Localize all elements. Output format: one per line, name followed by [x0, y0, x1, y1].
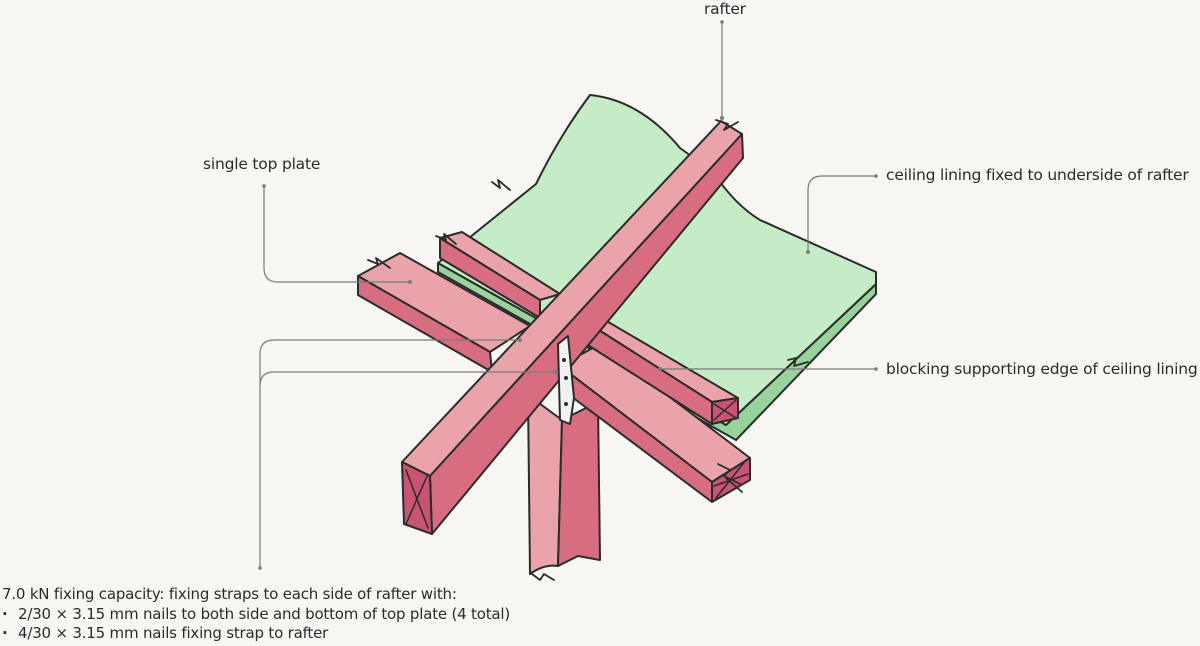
blocking-label: blocking supporting edge of ceiling lini…: [886, 360, 1198, 378]
strap-nail: [564, 376, 568, 380]
leader-top-plate: [263, 186, 410, 283]
fixing-notes-heading: 7.0 kN fixing capacity: fixing straps to…: [2, 585, 457, 603]
rafter-label: rafter: [704, 0, 746, 18]
stud-side: [557, 401, 601, 567]
strap-nail: [564, 402, 568, 406]
rafter: [401, 120, 744, 535]
single-top-plate-label: single top plate: [203, 155, 321, 173]
leader-ceiling: [807, 175, 876, 252]
top-plate-near: [357, 252, 751, 503]
fixing-notes: 7.0 kN fixing capacity: fixing straps to…: [2, 585, 510, 644]
fixing-strap: [557, 335, 575, 425]
blocking: [579, 315, 739, 425]
stud-front: [527, 394, 563, 575]
strap-nail: [562, 358, 566, 362]
top-plate-far: [439, 231, 561, 319]
fixing-note-item: 2/30 × 3.15 mm nails to both side and bo…: [2, 605, 510, 625]
leader-strap: [259, 339, 520, 568]
leader-lines: [258, 20, 878, 570]
break-marks: [367, 119, 809, 581]
leader-strap-lower: [259, 371, 556, 387]
stud: [527, 394, 601, 575]
ceiling-lining-label: ceiling lining fixed to underside of raf…: [886, 166, 1189, 184]
fixing-note-item: 4/30 × 3.15 mm nails fixing strap to raf…: [2, 624, 510, 644]
fixing-notes-list: 2/30 × 3.15 mm nails to both side and bo…: [2, 605, 510, 644]
